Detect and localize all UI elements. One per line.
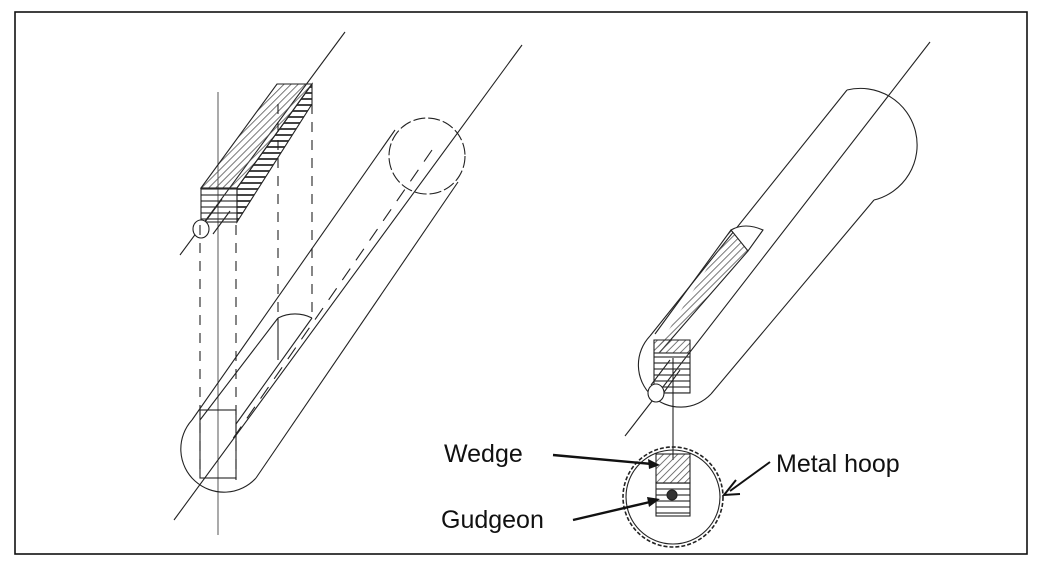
label-wedge: Wedge bbox=[444, 440, 523, 468]
leader-metal-hoop bbox=[729, 461, 771, 492]
end-section bbox=[622, 446, 724, 548]
label-gudgeon: Gudgeon bbox=[441, 506, 544, 534]
wedge-front-face bbox=[200, 187, 238, 223]
exploded-view bbox=[173, 31, 523, 535]
gudgeon-pin bbox=[192, 198, 231, 239]
arrow-metal-hoop-icon bbox=[721, 479, 741, 497]
labels: Wedge Gudgeon Metal hoop bbox=[441, 440, 900, 534]
roller-cylinder bbox=[180, 117, 466, 493]
leader-wedge bbox=[552, 453, 653, 466]
assembled-wedge bbox=[647, 225, 764, 403]
leader-gudgeon bbox=[572, 500, 651, 522]
roller-axis-line bbox=[173, 44, 523, 521]
label-metal-hoop: Metal hoop bbox=[776, 450, 900, 478]
assembled-view bbox=[622, 41, 931, 548]
gudgeon-section bbox=[666, 489, 678, 501]
metal-hoop bbox=[622, 446, 724, 548]
arrow-wedge-icon bbox=[648, 459, 660, 469]
diagram-frame bbox=[14, 11, 1028, 555]
arrow-gudgeon-icon bbox=[647, 497, 660, 507]
